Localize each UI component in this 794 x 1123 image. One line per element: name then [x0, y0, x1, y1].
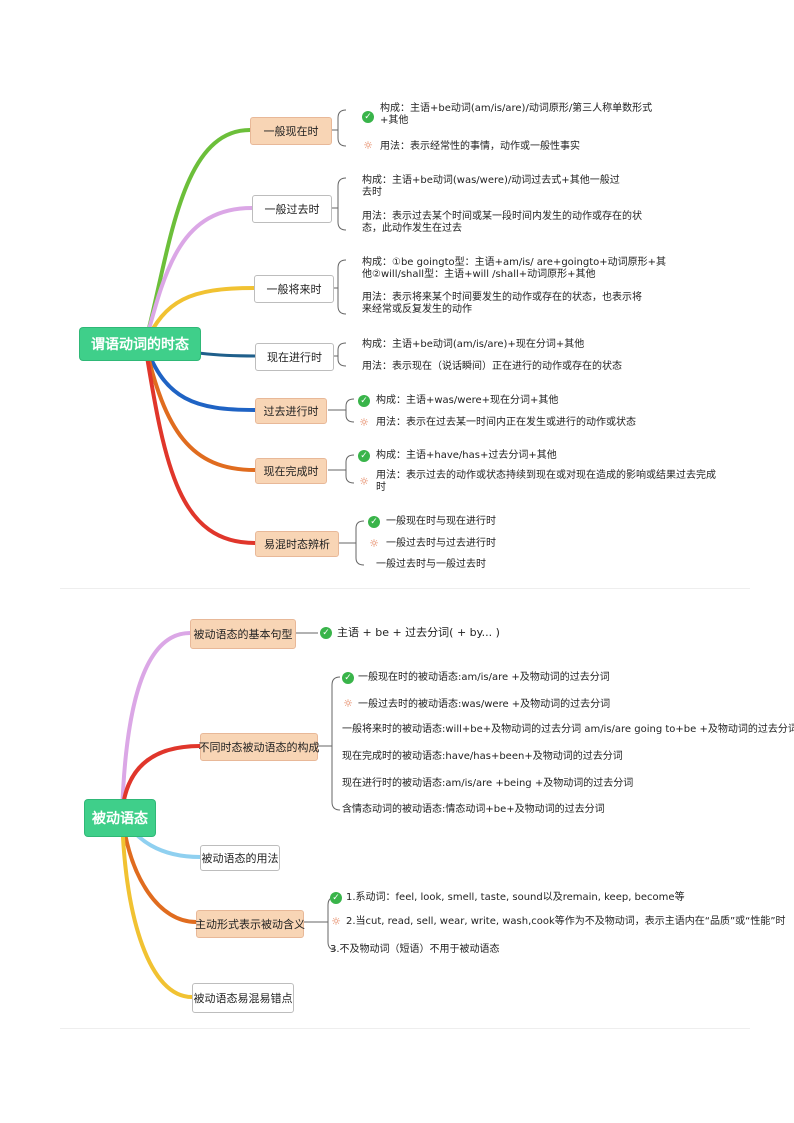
confusable-item-1: 一般现在时与现在进行时 [386, 516, 496, 527]
tense-form-1: 一般现在时的被动语态:am/is/are +及物动词的过去分词 [358, 672, 610, 683]
present-perfect-usage: 用法：表示过去的动作或状态持续到现在或对现在造成的影响或结果过去完成时 [376, 470, 716, 493]
section-divider [60, 588, 750, 589]
check-icon: ✓ [330, 892, 342, 904]
bulb-icon: ☼ [331, 915, 341, 928]
simple-future-form: 构成：①be goingto型：主语+am/is/ are+goingto+动词… [362, 257, 667, 280]
bulb-icon: ☼ [363, 139, 373, 152]
branch-confusable-tenses: 易混时态辨析 [255, 531, 339, 557]
branch-usage: 被动语态的用法 [200, 845, 280, 871]
bulb-icon: ☼ [359, 416, 369, 429]
branch-present-perfect: 现在完成时 [255, 458, 327, 484]
branch-simple-present: 一般现在时 [250, 117, 332, 145]
section-divider [60, 1028, 750, 1029]
branch-past-progressive: 过去进行时 [255, 398, 327, 424]
simple-past-usage: 用法：表示过去某个时间或某一段时间内发生的动作或存在的状态，此动作发生在过去 [362, 211, 642, 234]
branch-common-mistakes: 被动语态易混易错点 [192, 983, 294, 1013]
tense-form-3: 一般将来时的被动语态:will+be+及物动词的过去分词 am/is/are g… [342, 724, 794, 735]
simple-future-usage: 用法：表示将来某个时间要发生的动作或存在的状态，也表示将来经常或反复发生的动作 [362, 292, 642, 315]
tense-form-5: 现在进行时的被动语态:am/is/are +being +及物动词的过去分词 [342, 778, 634, 789]
bulb-icon: ☼ [343, 697, 353, 710]
check-icon: ✓ [342, 672, 354, 684]
past-progressive-usage: 用法：表示在过去某一时间内正在发生或进行的动作或状态 [376, 417, 636, 428]
branch-simple-past: 一般过去时 [252, 195, 332, 223]
check-icon: ✓ [320, 627, 332, 639]
root-node-passive-voice: 被动语态 [85, 800, 155, 836]
present-perfect-form: 构成：主语+have/has+过去分词+其他 [376, 450, 557, 461]
present-progressive-form: 构成：主语+be动词(am/is/are)+现在分词+其他 [362, 339, 585, 350]
active-form-item-2: 2.当cut, read, sell, wear, write, wash,co… [346, 916, 786, 927]
root-node-tenses: 谓语动词的时态 [80, 328, 200, 360]
check-icon: ✓ [358, 395, 370, 407]
simple-present-form: 构成：主语+be动词(am/is/are)/动词原形/第三人称单数形式+其他 [380, 103, 653, 126]
past-progressive-form: 构成：主语+was/were+现在分词+其他 [376, 395, 559, 406]
bulb-icon: ☼ [369, 537, 379, 550]
branch-simple-future: 一般将来时 [254, 275, 334, 303]
tense-form-2: 一般过去时的被动语态:was/were +及物动词的过去分词 [358, 699, 611, 710]
simple-past-form: 构成：主语+be动词(was/were)/动词过去式+其他一般过去时 [362, 175, 620, 198]
confusable-item-3: 一般过去时与一般过去时 [376, 559, 486, 570]
check-icon: ✓ [362, 111, 374, 123]
simple-present-usage: 用法：表示经常性的事情，动作或一般性事实 [380, 141, 580, 152]
present-progressive-usage: 用法：表示现在（说话瞬间）正在进行的动作或存在的状态 [362, 361, 622, 372]
branch-active-form-passive-meaning: 主动形式表示被动含义 [195, 910, 305, 938]
branch-present-progressive: 现在进行时 [255, 343, 334, 371]
basic-pattern-text: 主语 + be + 过去分词( + by... ) [337, 626, 500, 639]
branch-tense-forms: 不同时态被动语态的构成 [199, 733, 320, 761]
active-form-item-3: 3.不及物动词（短语）不用于被动语态 [330, 944, 500, 955]
confusable-item-2: 一般过去时与过去进行时 [386, 538, 496, 549]
bulb-icon: ☼ [359, 475, 369, 488]
branch-basic-pattern: 被动语态的基本句型 [190, 619, 296, 649]
tense-form-4: 现在完成时的被动语态:have/has+been+及物动词的过去分词 [342, 751, 623, 762]
tense-form-6: 含情态动词的被动语态:情态动词+be+及物动词的过去分词 [342, 804, 605, 815]
check-icon: ✓ [358, 450, 370, 462]
check-icon: ✓ [368, 516, 380, 528]
active-form-item-1: 1.系动词：feel, look, smell, taste, sound以及r… [346, 892, 685, 903]
